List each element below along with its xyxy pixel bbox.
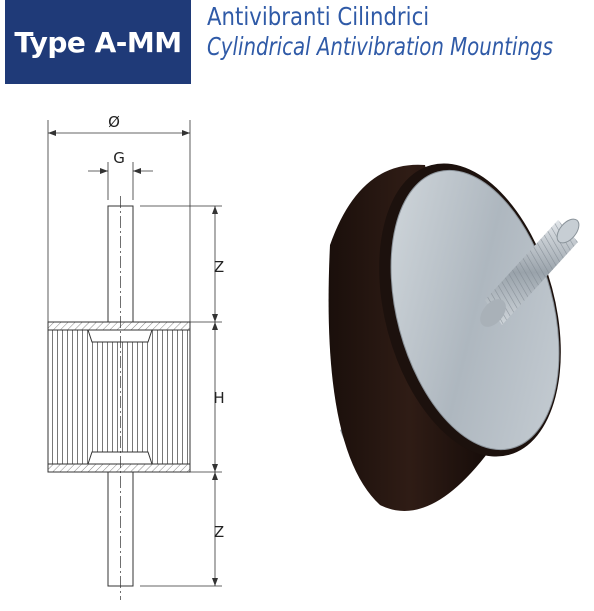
title-italian: Antivibranti Cilindrici xyxy=(207,2,430,31)
bottom-plate xyxy=(47,451,191,473)
photo-metal-plate xyxy=(390,169,560,451)
type-badge-label: Type A-MM xyxy=(14,25,182,59)
thread-label: G xyxy=(113,149,125,167)
top-plate xyxy=(47,321,191,343)
title-block: Antivibranti Cilindrici Cylindrical Anti… xyxy=(207,2,592,62)
rubber-body xyxy=(47,321,191,473)
vertical-dimensions: Z H Z xyxy=(140,205,225,587)
height-label: H xyxy=(213,389,224,407)
photo-top-stud xyxy=(480,218,580,327)
stud-top-length-label: Z xyxy=(214,258,224,276)
title-english: Cylindrical Antivibration Mountings xyxy=(207,32,553,61)
technical-drawing: Ø G Z H Z xyxy=(47,113,225,600)
product-photo xyxy=(328,163,580,511)
stud-bottom-length-label: Z xyxy=(214,523,224,541)
type-badge: Type A-MM xyxy=(5,0,191,84)
diameter-label: Ø xyxy=(108,113,120,131)
thread-dimension: G xyxy=(88,149,153,200)
diameter-dimension: Ø xyxy=(47,113,191,328)
